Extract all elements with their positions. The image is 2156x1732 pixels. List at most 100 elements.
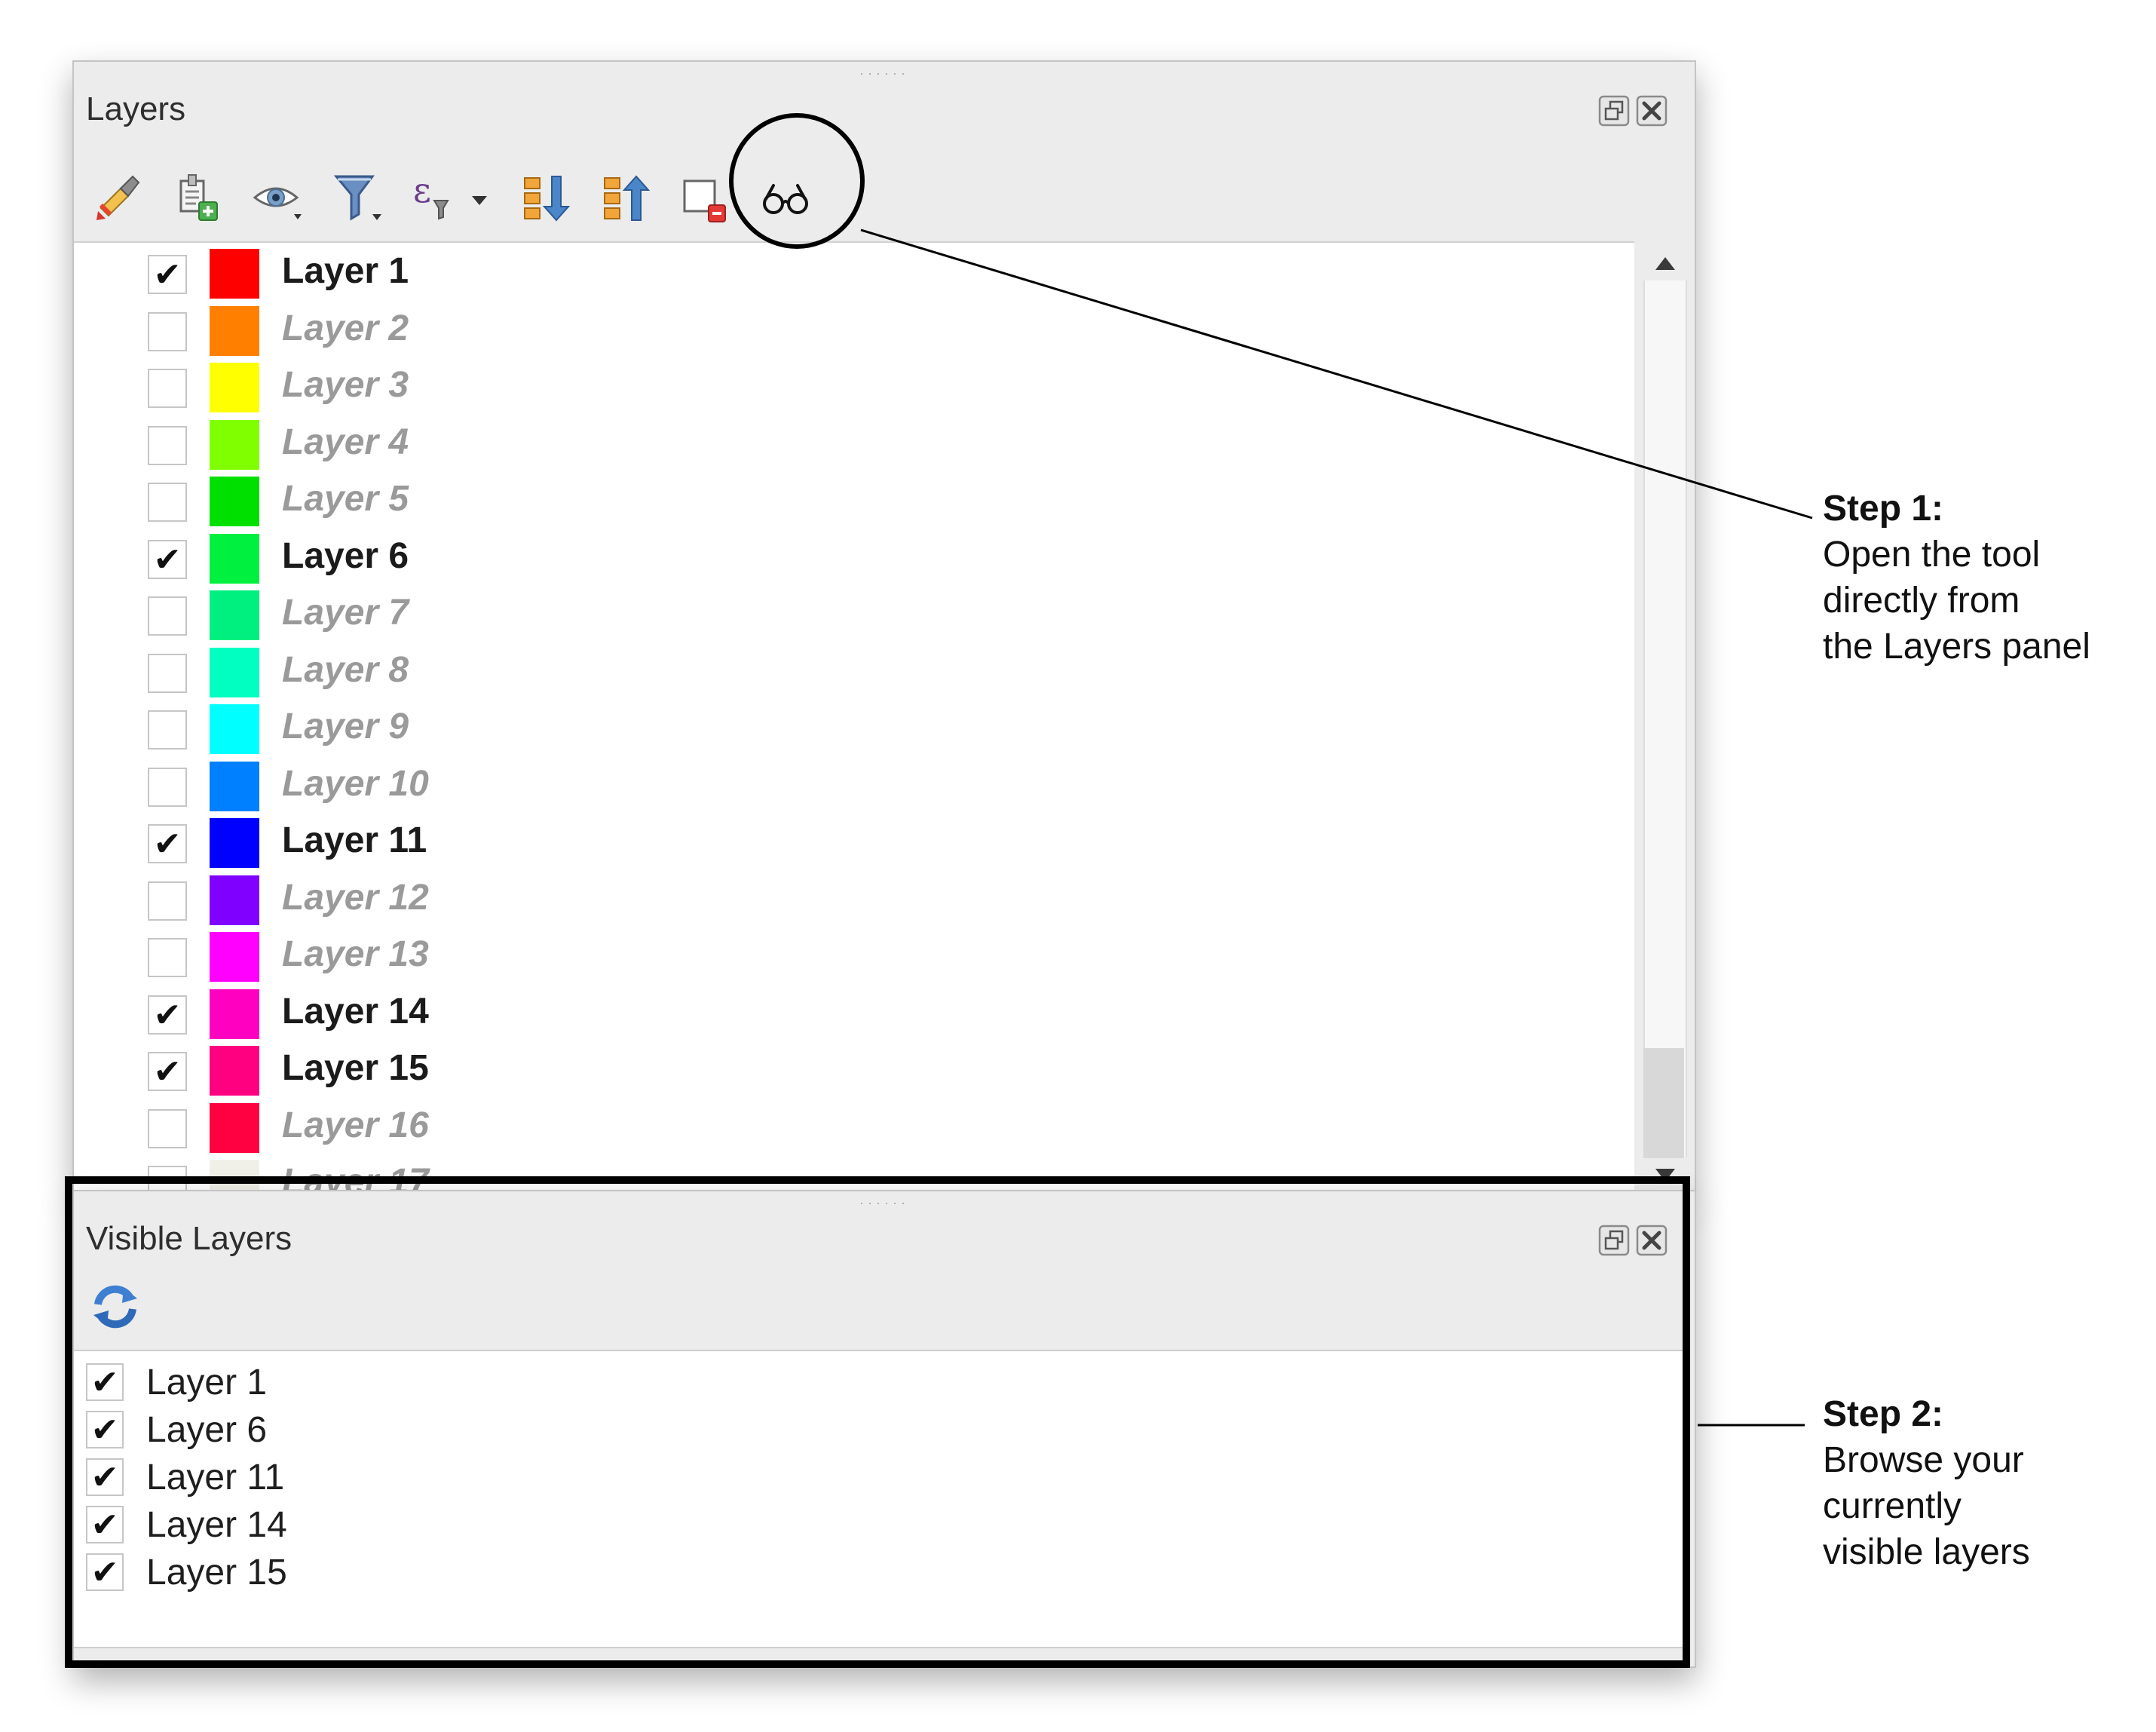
- remove-layer-button[interactable]: [678, 170, 733, 225]
- style-manager-button[interactable]: [90, 170, 145, 225]
- layer-color-swatch: [210, 932, 259, 982]
- layer-row[interactable]: Layer 13: [74, 927, 1634, 984]
- layer-visibility-checkbox[interactable]: [148, 938, 187, 977]
- layer-visibility-checkbox[interactable]: [148, 1108, 187, 1148]
- layer-name: Layer 11: [282, 820, 427, 860]
- layer-row[interactable]: Layer 8: [74, 643, 1634, 700]
- add-group-button[interactable]: [170, 170, 225, 225]
- layer-row[interactable]: Layer 2: [74, 302, 1634, 358]
- visible-layer-name: Layer 15: [146, 1553, 287, 1593]
- step1-line: the Layers panel: [1823, 627, 2090, 667]
- layer-color-swatch: [210, 1046, 259, 1096]
- visible-layers-list[interactable]: ✔Layer 1✔Layer 6✔Layer 11✔Layer 14✔Layer…: [74, 1350, 1686, 1648]
- float-panel-icon[interactable]: [1598, 95, 1630, 127]
- layer-row[interactable]: ✔ Layer 15: [74, 1041, 1634, 1098]
- layer-visibility-checkbox[interactable]: ✔: [148, 995, 187, 1035]
- step2-line: visible layers: [1823, 1532, 2030, 1572]
- layer-visibility-checkbox[interactable]: ✔: [148, 824, 187, 863]
- layer-row[interactable]: Layer 10: [74, 757, 1634, 814]
- layer-name: Layer 5: [282, 479, 409, 519]
- layer-visibility-checkbox[interactable]: [148, 483, 187, 522]
- layer-visibility-checkbox[interactable]: [148, 653, 187, 693]
- step1-label: Step 1:: [1823, 489, 1944, 529]
- scroll-up-arrow-icon[interactable]: [1654, 255, 1677, 271]
- filter-legend-button[interactable]: [330, 170, 384, 225]
- layer-visibility-checkbox[interactable]: [148, 596, 187, 636]
- layer-name: Layer 7: [282, 593, 409, 633]
- layer-row[interactable]: ✔ Layer 6: [74, 529, 1634, 586]
- layer-row[interactable]: Layer 4: [74, 415, 1634, 472]
- layer-visibility-checkbox[interactable]: ✔: [148, 1052, 187, 1091]
- layer-color-swatch: [210, 477, 259, 526]
- scrollbar-thumb[interactable]: [1643, 1048, 1684, 1158]
- layers-toolbar: ε: [90, 160, 813, 235]
- layer-color-swatch: [210, 989, 259, 1039]
- layer-row[interactable]: Layer 12: [74, 871, 1634, 927]
- layer-row[interactable]: Layer 16: [74, 1099, 1634, 1155]
- visible-layer-checkbox[interactable]: ✔: [86, 1363, 124, 1401]
- float-panel-icon[interactable]: [1598, 1225, 1630, 1256]
- layer-name: Layer 6: [282, 535, 409, 576]
- layer-visibility-checkbox[interactable]: ✔: [148, 539, 187, 579]
- refresh-icon[interactable]: [89, 1280, 142, 1333]
- layer-name: Layer 15: [282, 1048, 429, 1088]
- layer-row[interactable]: ✔Layer 14: [74, 985, 1634, 1041]
- layer-visibility-checkbox[interactable]: ✔: [148, 255, 187, 294]
- layer-name: Layer 8: [282, 649, 409, 690]
- layer-row[interactable]: Layer 7: [74, 586, 1634, 642]
- scrollbar-track[interactable]: [1643, 280, 1687, 1157]
- layer-color-swatch: [210, 249, 259, 299]
- collapse-all-button[interactable]: [599, 170, 653, 225]
- expand-all-button[interactable]: [519, 170, 573, 225]
- step1-leader-line: [860, 228, 1813, 520]
- layer-visibility-checkbox[interactable]: [148, 311, 187, 351]
- layer-visibility-checkbox[interactable]: [148, 710, 187, 750]
- svg-text:ε: ε: [413, 170, 431, 210]
- manage-visibility-button[interactable]: [250, 170, 305, 225]
- step1-annotation: Step 1: Open the tool directly from the …: [1823, 486, 2124, 670]
- layer-color-swatch: [210, 704, 259, 754]
- layer-color-swatch: [210, 818, 259, 868]
- visible-layer-checkbox[interactable]: ✔: [86, 1458, 124, 1496]
- visible-layer-name: Layer 14: [146, 1505, 287, 1545]
- filter-expression-button[interactable]: ε: [410, 170, 493, 225]
- manage-visibility-icon: [253, 187, 302, 219]
- layers-panel-title: Layers: [86, 90, 186, 127]
- layer-name: Layer 1: [282, 251, 409, 291]
- close-panel-icon[interactable]: [1636, 95, 1668, 127]
- scroll-down-arrow-icon[interactable]: [1654, 1167, 1677, 1184]
- visible-layer-name: Layer 6: [146, 1410, 268, 1450]
- layer-row[interactable]: Layer 5: [74, 472, 1634, 529]
- layer-visibility-checkbox[interactable]: [148, 881, 187, 921]
- layer-row[interactable]: ✔ Layer 1: [74, 244, 1634, 301]
- layer-name: Layer 16: [282, 1105, 429, 1145]
- close-panel-icon[interactable]: [1636, 1225, 1668, 1256]
- visible-layer-checkbox[interactable]: ✔: [86, 1553, 124, 1591]
- remove-layer-icon: [683, 179, 726, 222]
- layer-name: Layer 10: [282, 763, 429, 804]
- tool-highlight-circle: [729, 113, 865, 249]
- filter-expression-icon: ε: [413, 170, 487, 220]
- layer-color-swatch: [210, 761, 259, 811]
- layer-color-swatch: [210, 590, 259, 640]
- layer-visibility-checkbox[interactable]: [148, 369, 187, 408]
- expand-all-icon: [524, 176, 571, 222]
- layer-row[interactable]: Layer 9: [74, 700, 1634, 756]
- layer-color-swatch: [210, 305, 259, 356]
- layer-name: Layer 9: [282, 707, 409, 746]
- style-manager-icon: [96, 175, 140, 220]
- panel-drag-handle[interactable]: ······: [859, 1195, 909, 1210]
- layer-row[interactable]: Layer 3: [74, 358, 1634, 415]
- layer-visibility-checkbox[interactable]: [148, 767, 187, 807]
- step2-annotation: Step 2: Browse your currently visible la…: [1823, 1391, 2124, 1575]
- visible-layer-checkbox[interactable]: ✔: [86, 1411, 124, 1448]
- step1-line: Open the tool: [1823, 535, 2041, 575]
- visible-layer-checkbox[interactable]: ✔: [86, 1506, 124, 1543]
- layer-row[interactable]: ✔ Layer 11: [74, 814, 1634, 870]
- layer-color-swatch: [210, 363, 259, 412]
- panel-drag-handle[interactable]: ······: [859, 66, 909, 81]
- layer-visibility-checkbox[interactable]: [148, 425, 187, 465]
- layer-name: Layer 2: [282, 308, 409, 348]
- layer-tree-scrollbar[interactable]: [1634, 241, 1695, 1193]
